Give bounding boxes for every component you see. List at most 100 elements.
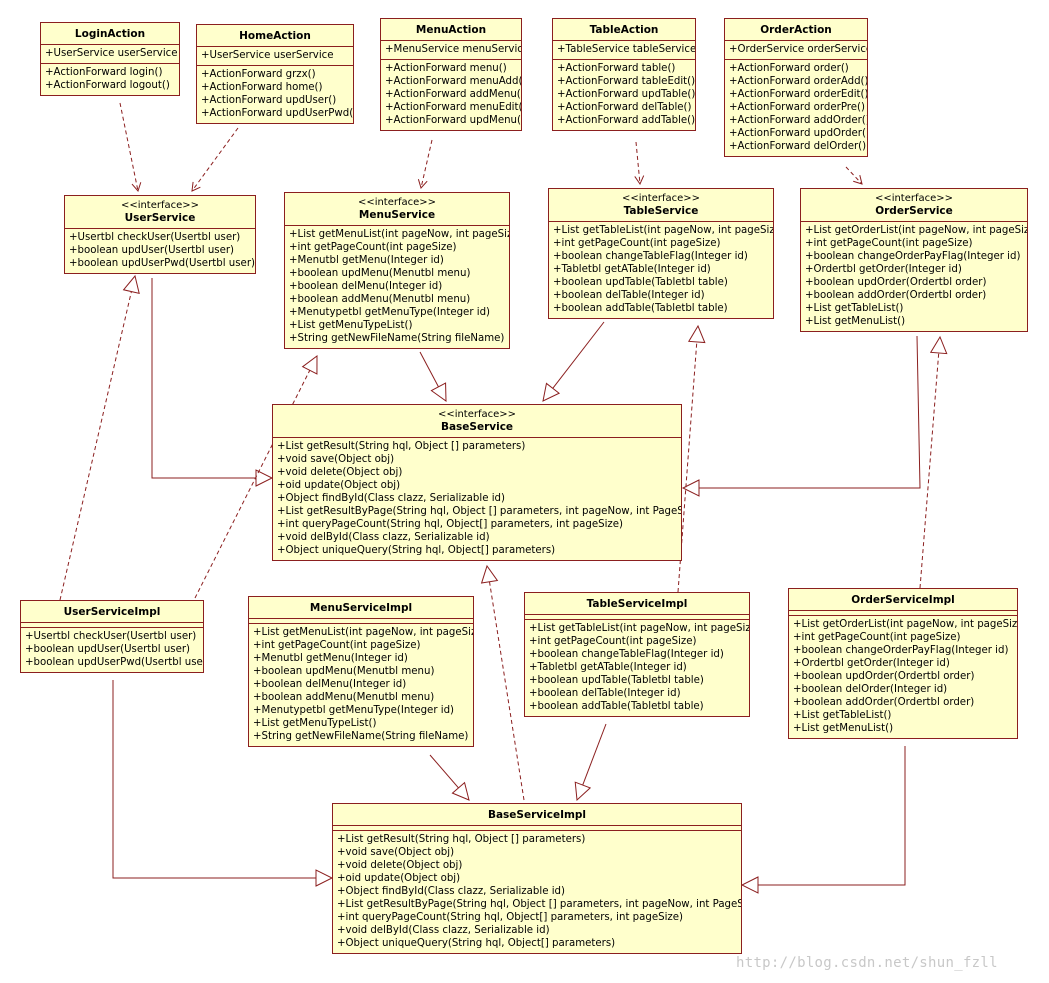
method-line: +ActionForward delOrder()	[729, 141, 867, 152]
class-box-home-action[interactable]: HomeAction+UserService userService+Actio…	[196, 24, 354, 124]
hollow-triangle-arrowhead	[430, 382, 447, 402]
edge-line	[552, 321, 605, 389]
attribute-line: +TableService tableService	[557, 44, 696, 55]
method-line: +boolean addTable(Tabletbl table)	[529, 701, 704, 712]
edge-dependency-home-action-to-user-service	[191, 127, 239, 192]
class-header: LoginAction	[41, 23, 179, 45]
class-box-order-action[interactable]: OrderAction+OrderService orderService+Ac…	[724, 18, 868, 157]
method-line: +Object findById(Class clazz, Serializab…	[277, 493, 505, 504]
edge-dependency-menu-action-to-menu-service	[417, 139, 433, 189]
edge-line	[59, 291, 132, 601]
method-line: +ActionForward updMenu()	[385, 115, 522, 126]
edge-realization-user-service-impl-to-user-service	[59, 274, 140, 601]
method-line: +boolean updUser(Usertbl user)	[69, 245, 235, 256]
method-line: +boolean updTable(Tabletbl table)	[553, 277, 728, 288]
stereotype-label: <<interface>>	[357, 197, 437, 208]
method-line: +ActionForward order()	[729, 63, 849, 74]
method-line: +ActionForward addOrder()	[729, 115, 868, 126]
methods-section: +ActionForward table()+ActionForward tab…	[553, 60, 695, 130]
method-line: +List getResultByPage(String hql, Object…	[337, 899, 742, 910]
class-header: MenuServiceImpl	[249, 597, 473, 619]
method-line: +List getMenuTypeList()	[289, 320, 413, 331]
class-box-base-service-impl[interactable]: BaseServiceImpl+List getResult(String hq…	[332, 803, 742, 954]
class-box-table-service[interactable]: <<interface>>TableService+List getTableL…	[548, 188, 774, 319]
method-line: +boolean updMenu(Menutbl menu)	[289, 268, 471, 279]
hollow-triangle-arrowhead	[480, 564, 499, 584]
class-name: TableAction	[589, 24, 659, 36]
hollow-triangle-arrowhead	[681, 479, 700, 497]
class-name: BaseServiceImpl	[487, 809, 587, 821]
method-line: +boolean updOrder(Ordertbl order)	[805, 277, 987, 288]
methods-section: +List getTableList(int pageNow, int page…	[525, 620, 749, 716]
method-line: +Ordertbl getOrder(Integer id)	[793, 658, 950, 669]
edge-generalization-order-service-impl-to-base-service-impl	[740, 746, 906, 894]
method-line: +void delete(Object obj)	[337, 860, 463, 871]
method-line: +int queryPageCount(String hql, Object[]…	[277, 519, 624, 530]
edge-realization-base-service-impl-to-base-service	[480, 564, 525, 801]
open-arrowhead	[853, 174, 863, 185]
class-box-table-action[interactable]: TableAction +TableService tableService +Ac…	[552, 18, 696, 131]
edge-generalization-menu-service-impl-to-base-service-impl	[429, 754, 470, 801]
class-name: MenuService	[358, 209, 436, 221]
class-box-menu-service[interactable]: <<interface>>MenuService+List getMenuLis…	[284, 192, 510, 349]
watermark: http://blog.csdn.net/shun_fzll	[736, 955, 998, 971]
methods-section: +ActionForward menu()+ActionForward menu…	[381, 60, 521, 130]
edge-line	[699, 335, 921, 489]
class-box-order-service[interactable]: <<interface>>OrderService+List getOrderL…	[800, 188, 1028, 332]
hollow-triangle-arrowhead	[255, 469, 274, 487]
method-line: +ActionForward updTable()	[557, 89, 696, 100]
edge-line	[845, 166, 863, 185]
class-header: UserServiceImpl	[21, 601, 203, 623]
method-line: +ActionForward delTable()	[557, 102, 692, 113]
method-line: +List getResult(String hql, Object [] pa…	[277, 441, 526, 452]
hollow-triangle-arrowhead	[301, 355, 318, 375]
method-line: +ActionForward tableEdit()	[557, 76, 696, 87]
method-line: +ActionForward grzx()	[201, 69, 316, 80]
method-line: +void delById(Class clazz, Serializable …	[277, 532, 490, 543]
class-header: <<interface>>MenuService	[285, 193, 509, 226]
method-line: +ActionForward updUserPwd()	[201, 108, 354, 119]
open-arrowhead	[191, 181, 201, 192]
class-header: HomeAction	[197, 25, 353, 47]
edge-line	[420, 139, 433, 189]
method-line: +boolean changeTableFlag(Integer id)	[529, 649, 724, 660]
attribute-line: +MenuService menuService	[385, 44, 522, 55]
method-line: +boolean changeTableFlag(Integer id)	[553, 251, 748, 262]
edge-generalization-order-service-to-base-service	[681, 335, 921, 497]
class-box-user-service[interactable]: <<interface>>UserService+Usertbl checkUs…	[64, 195, 256, 274]
class-box-user-service-impl[interactable]: UserServiceImpl+Usertbl checkUser(Usertb…	[20, 600, 204, 673]
edge-line	[419, 351, 439, 388]
class-header: MenuAction	[381, 19, 521, 41]
class-box-table-service-impl[interactable]: TableServiceImpl+List getTableList(int p…	[524, 592, 750, 717]
methods-section: +ActionForward order() +ActionForward ord…	[725, 60, 867, 156]
method-line: +boolean updMenu(Menutbl menu)	[253, 666, 435, 677]
class-box-menu-action[interactable]: MenuAction +MenuService menuService +Actio…	[380, 18, 522, 131]
class-box-order-service-impl[interactable]: OrderServiceImpl+List getOrderList(int p…	[788, 588, 1018, 739]
class-header: OrderServiceImpl	[789, 589, 1017, 611]
attribute-line: +UserService userService	[45, 48, 178, 59]
method-line: +Menutypetbl getMenuType(Integer id)	[289, 307, 491, 318]
method-line: +Menutypetbl getMenuType(Integer id)	[253, 705, 455, 716]
method-line: +boolean updOrder(Ordertbl order)	[793, 671, 975, 682]
edge-dependency-order-action-to-order-service	[845, 166, 863, 185]
method-line: +int getPageCount(int pageSize)	[529, 636, 697, 647]
class-name: HomeAction	[239, 30, 311, 42]
class-box-menu-service-impl[interactable]: MenuServiceImpl+List getMenuList(int pag…	[248, 596, 474, 747]
edge-realization-order-service-impl-to-order-service	[919, 335, 948, 589]
method-line: +ActionForward updOrder()	[729, 128, 868, 139]
edge-line	[119, 102, 139, 192]
method-line: +ActionForward orderPre()	[729, 102, 865, 113]
stereotype-label: <<interface>>	[874, 193, 954, 204]
method-line: +void save(Object obj)	[277, 454, 395, 465]
method-line: +boolean updUserPwd(Usertbl user)()	[69, 258, 256, 269]
stereotype-label: <<interface>>	[621, 193, 701, 204]
class-name: OrderAction	[760, 24, 832, 36]
class-name: LoginAction	[74, 28, 146, 40]
class-box-login-action[interactable]: LoginAction+UserService userService+Acti…	[40, 22, 180, 96]
method-line: +List getTableList(int pageNow, int page…	[553, 225, 774, 236]
class-box-base-service[interactable]: <<interface>>BaseService+List getResult(…	[272, 404, 682, 561]
method-line: +boolean delMenu(Integer id)	[289, 281, 443, 292]
open-arrowhead	[634, 175, 645, 186]
edge-generalization-table-service-to-base-service	[542, 321, 605, 402]
method-line: +ActionForward menu()	[385, 63, 507, 74]
